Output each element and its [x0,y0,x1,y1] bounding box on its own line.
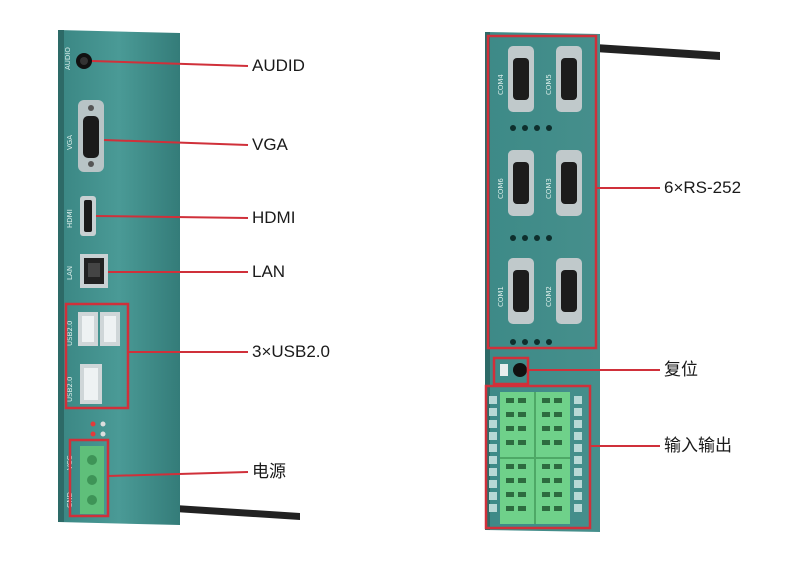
power-terminal: VCC GND [66,446,104,514]
hdmi-port: HDMI [66,196,96,236]
callout-reset: 复位 [664,360,698,379]
vga-port: VGA [66,100,104,172]
com-label-3: COM3 [545,178,553,199]
com-label-1: COM1 [497,286,505,307]
audio-jack: AUDIO [64,47,92,70]
right-device-panel: COM4 COM5 COM6 COM3 COM1 COM2 [484,32,720,532]
lan-port: LAN [66,254,108,288]
com-label-6: COM6 [497,178,505,199]
callout-rs232: 6×RS-252 [664,178,742,197]
status-leds-left [90,421,106,437]
callout-io: 输入输出 [664,436,732,455]
callout-usb: 3×USB2.0 [252,342,330,361]
left-device-panel: AUDIO VGA HDMI LAN [58,30,300,525]
audio-silkscreen: AUDIO [64,47,72,70]
usb-highlight-box [64,302,130,410]
status-leds-right [510,125,552,345]
reset-button-graphic [500,363,527,377]
antenna-left [175,505,300,520]
left-panel-body [58,30,180,525]
usb2-silkscreen: USB2.0 [66,376,74,402]
callout-lan: LAN [252,262,286,281]
lan-silkscreen: LAN [66,266,74,280]
antenna-right [595,44,720,60]
callout-hdmi: HDMI [252,208,296,227]
power-highlight-box [68,438,110,518]
callout-power: 电源 [252,462,286,481]
com-label-2: COM2 [545,286,553,307]
io-highlight-box [484,384,592,530]
com-label-5: COM5 [545,74,553,95]
com-highlight-box [486,34,598,350]
io-terminal-blocks [489,392,582,524]
usb-ports: USB2.0 USB2.0 [66,312,120,404]
com-label-4: COM4 [497,74,505,95]
callout-audid: AUDID [252,56,305,75]
hdmi-silkscreen: HDMI [66,209,74,228]
usb1-silkscreen: USB2.0 [66,320,74,346]
callout-vga: VGA [252,135,288,154]
com-ports: COM4 COM5 COM6 COM3 COM1 COM2 [497,46,582,324]
vga-silkscreen: VGA [66,135,74,150]
